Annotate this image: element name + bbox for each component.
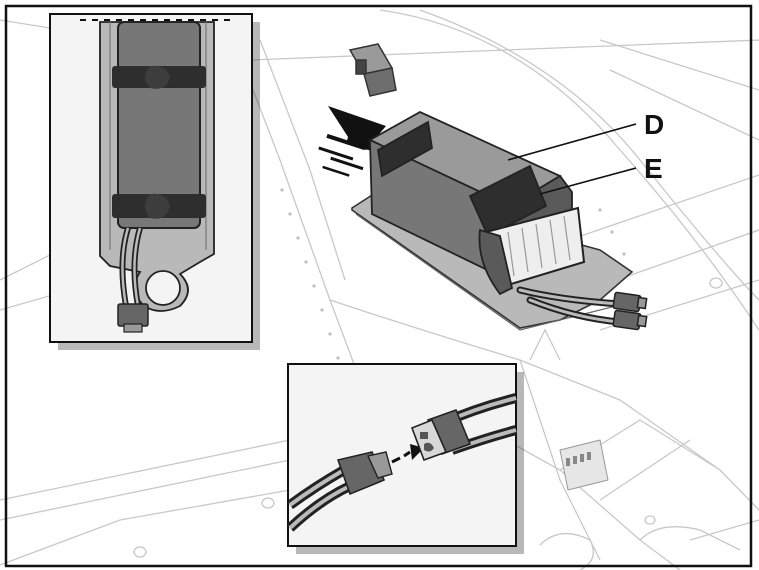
inset-connector-detail xyxy=(286,363,524,554)
fuselage-lineart xyxy=(0,9,759,570)
battery-leads xyxy=(516,286,624,326)
receiver-hardware xyxy=(348,43,397,97)
speed-controller-part xyxy=(559,439,609,491)
inset-top-left xyxy=(49,13,260,350)
callout-label-d: D xyxy=(644,109,664,140)
battery-illustration xyxy=(368,110,586,296)
callout-label-e: E xyxy=(644,153,663,184)
figure-frame xyxy=(4,4,753,568)
connector-plug-icon xyxy=(612,291,648,331)
rivet-dots xyxy=(280,188,626,360)
callout-leaders xyxy=(507,123,637,195)
